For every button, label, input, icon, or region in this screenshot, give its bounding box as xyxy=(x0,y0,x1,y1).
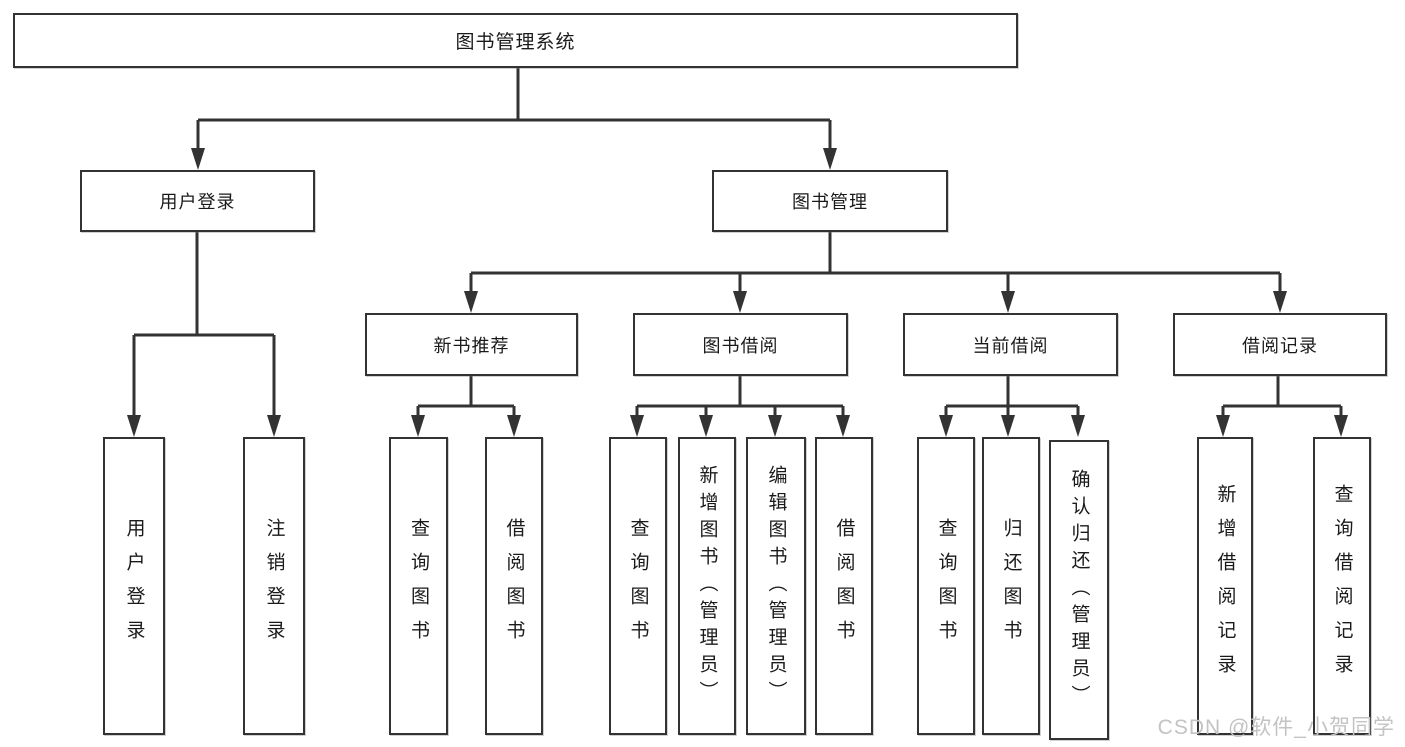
leaf-logout-label: 注销登录 xyxy=(263,518,285,654)
leaf-user-login-label: 用户登录 xyxy=(123,518,145,654)
node-user-login: 用户登录 xyxy=(80,170,315,232)
leaf-query-books-borrowing: 查询图书 xyxy=(609,437,667,735)
leaf-borrow-books-borrowing: 借阅图书 xyxy=(815,437,873,735)
leaf-query-books-borrowing-label: 查询图书 xyxy=(627,518,649,654)
leaf-borrow-books-newbooks-label: 借阅图书 xyxy=(503,518,525,654)
connector-current-to-children xyxy=(939,376,1085,437)
leaf-add-books-admin-label: 新增图书（管理员） xyxy=(696,464,718,708)
connector-book-mgmt-to-level3 xyxy=(464,232,1287,313)
node-new-book-recommendation: 新书推荐 xyxy=(365,313,578,376)
leaf-confirm-return-admin-label: 确认归还（管理员） xyxy=(1068,468,1090,712)
node-library-management-system: 图书管理系统 xyxy=(13,13,1018,68)
connector-root-to-level2 xyxy=(191,68,837,170)
leaf-query-borrow-record: 查询借阅记录 xyxy=(1313,437,1371,735)
csdn-watermark: CSDN @软件_小贺同学 xyxy=(1157,716,1395,739)
node-book-management: 图书管理 xyxy=(712,170,948,232)
leaf-return-books-label: 归还图书 xyxy=(1000,518,1022,654)
leaf-return-books: 归还图书 xyxy=(982,437,1040,735)
leaf-query-borrow-record-label: 查询借阅记录 xyxy=(1331,484,1353,688)
leaf-logout: 注销登录 xyxy=(243,437,305,735)
leaf-user-login: 用户登录 xyxy=(103,437,165,735)
node-book-borrowing: 图书借阅 xyxy=(633,313,848,376)
node-borrowing-records: 借阅记录 xyxy=(1173,313,1387,376)
leaf-edit-books-admin: 编辑图书（管理员） xyxy=(746,437,806,735)
leaf-borrow-books-newbooks: 借阅图书 xyxy=(485,437,543,735)
connector-records-to-children xyxy=(1216,376,1348,437)
connector-new-books-to-children xyxy=(411,376,521,437)
leaf-query-books-current-label: 查询图书 xyxy=(935,518,957,654)
leaf-add-books-admin: 新增图书（管理员） xyxy=(678,437,736,735)
leaf-add-borrow-record-label: 新增借阅记录 xyxy=(1214,484,1236,688)
leaf-edit-books-admin-label: 编辑图书（管理员） xyxy=(765,464,787,708)
node-current-borrowing: 当前借阅 xyxy=(903,313,1118,376)
leaf-add-borrow-record: 新增借阅记录 xyxy=(1197,437,1253,735)
leaf-query-books-newbooks: 查询图书 xyxy=(389,437,448,735)
leaf-confirm-return-admin: 确认归还（管理员） xyxy=(1049,440,1109,740)
leaf-query-books-current: 查询图书 xyxy=(917,437,975,735)
leaf-query-books-newbooks-label: 查询图书 xyxy=(408,518,429,654)
leaf-borrow-books-borrowing-label: 借阅图书 xyxy=(833,518,855,654)
connector-user-login-to-children xyxy=(127,232,281,437)
connector-borrowing-to-children xyxy=(630,376,850,437)
